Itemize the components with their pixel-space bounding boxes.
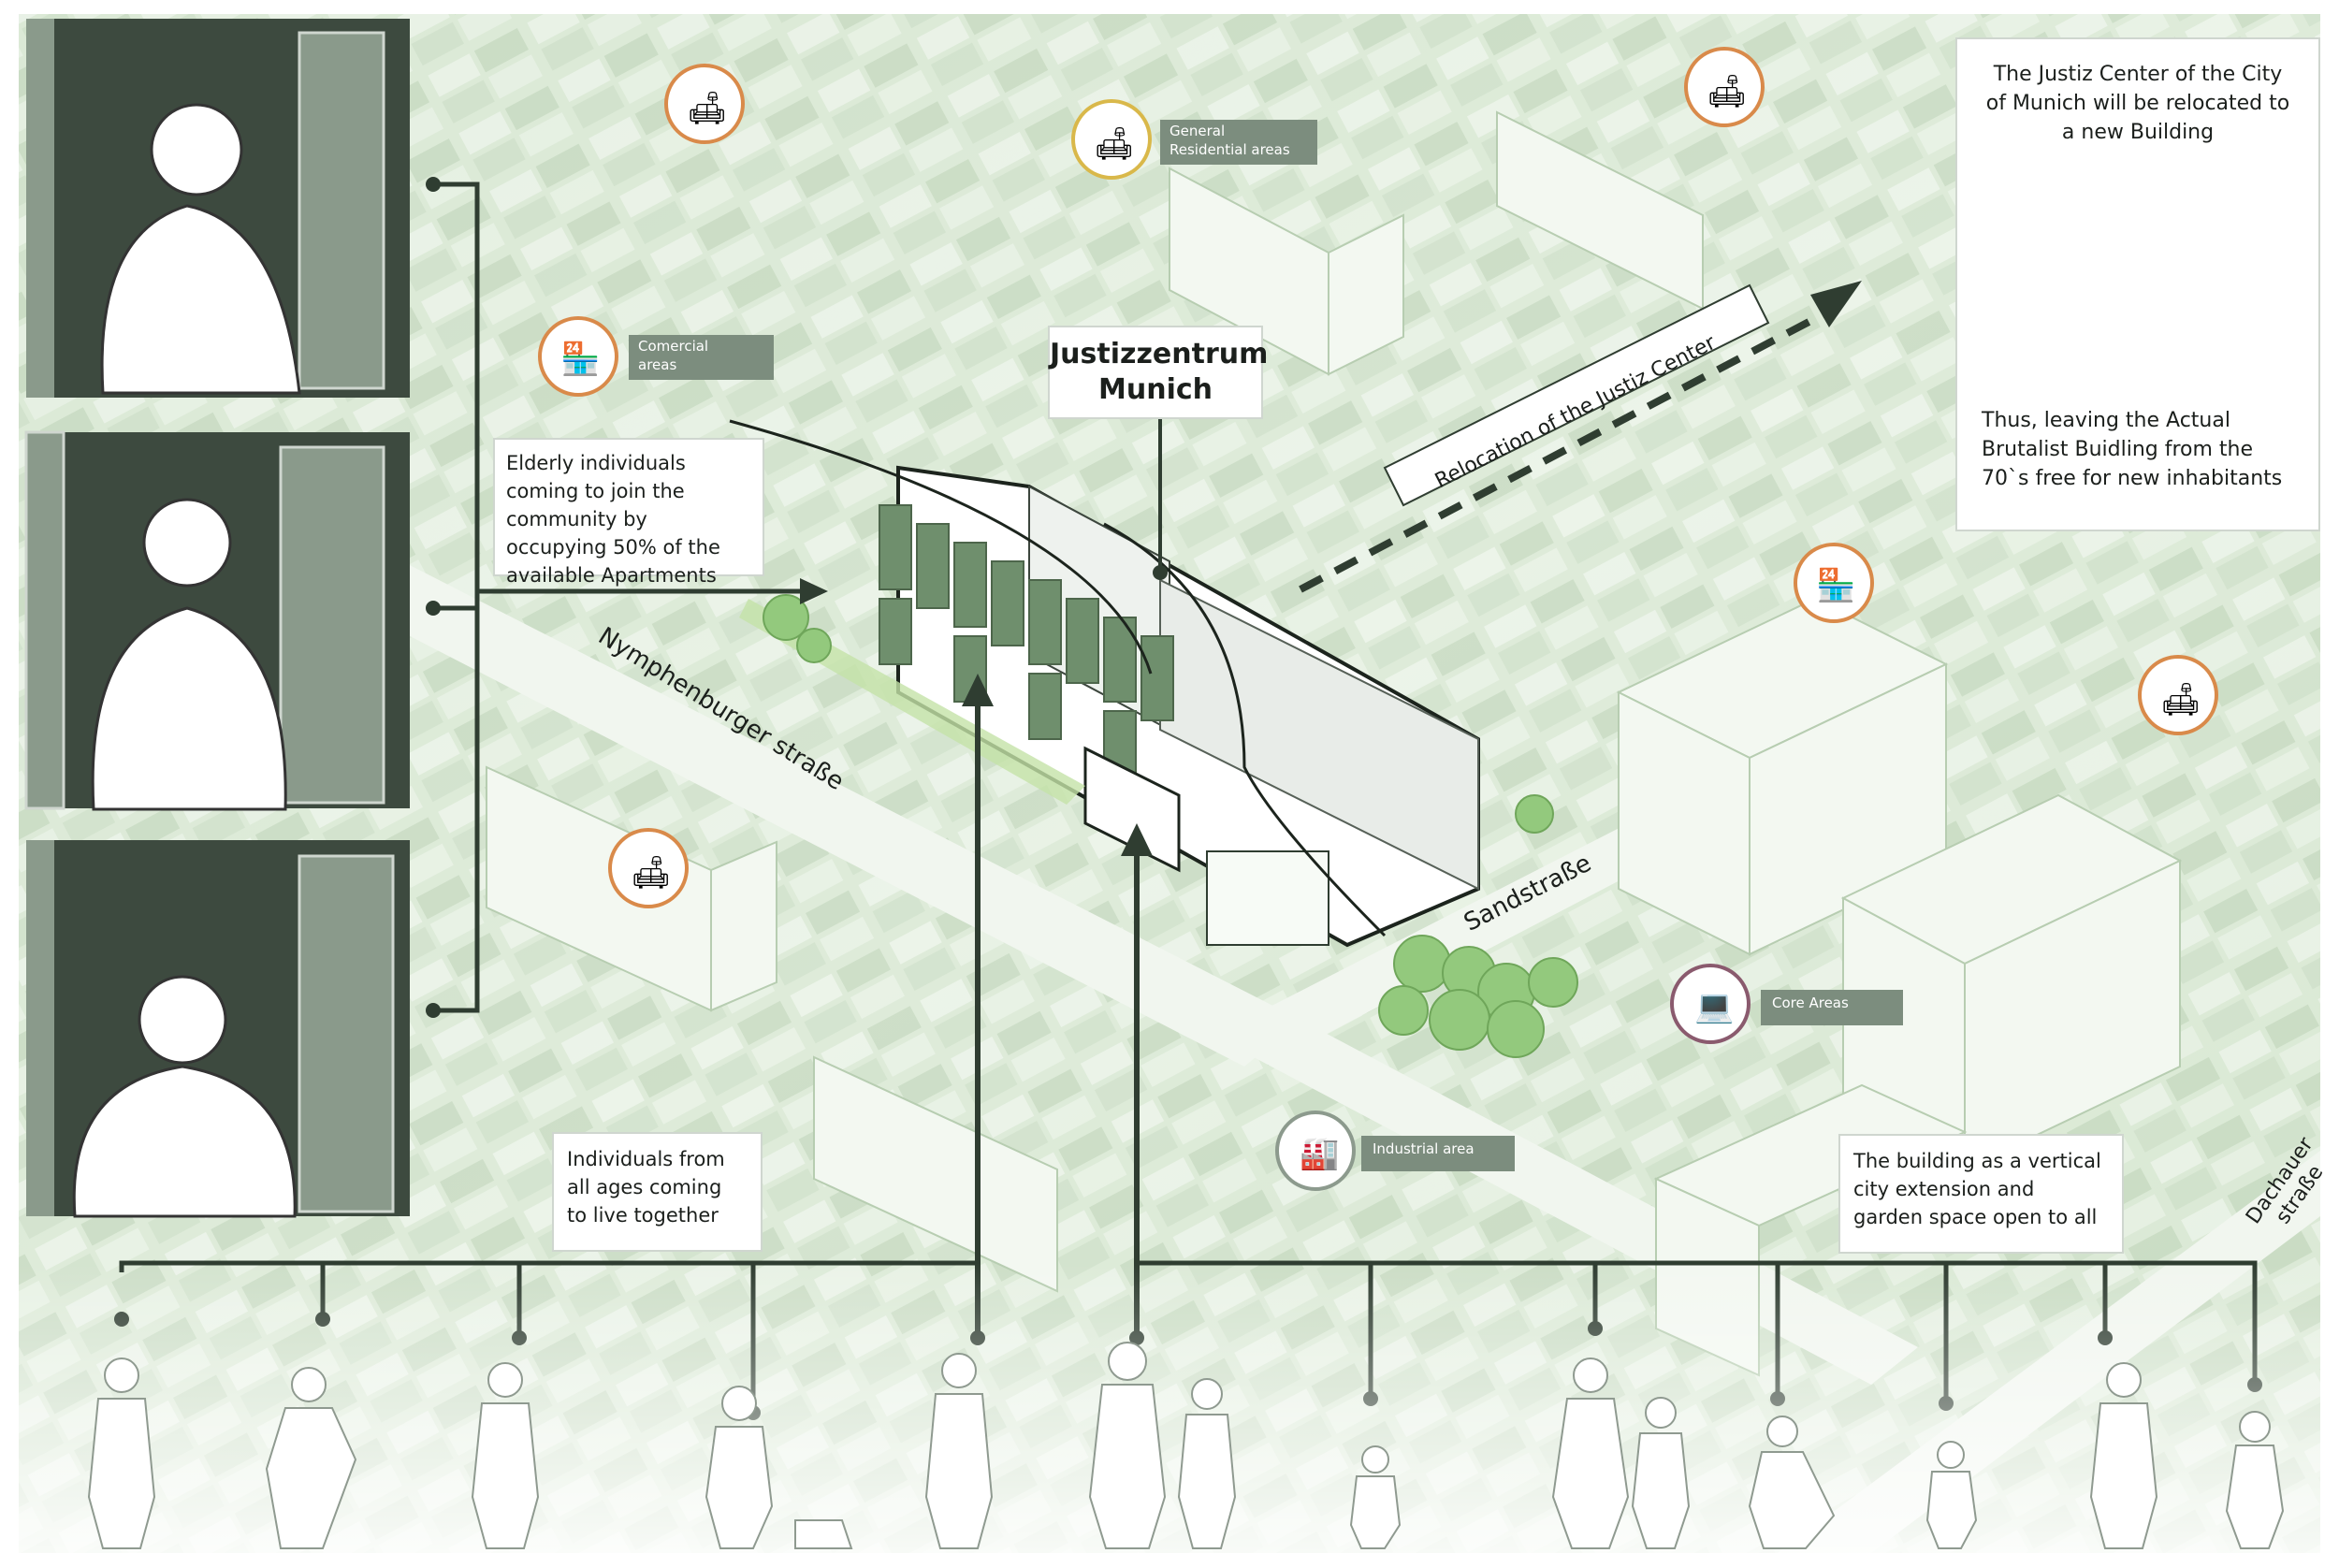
tag-core-areas: Core Areas: [1761, 990, 1903, 1025]
portrait-elderly-woman: [24, 430, 410, 811]
armchair-lamp-icon: 🛋: [631, 854, 672, 892]
callout-vertical-city: The building as a vertical city extensio…: [1838, 1134, 2124, 1254]
callout-elderly: Elderly individuals coming to join the c…: [493, 438, 764, 587]
person-silhouette: [1748, 1416, 1836, 1549]
callout-vertical-city-text: The building as a vertical city extensio…: [1853, 1150, 2101, 1228]
relocation-arrow: [1299, 305, 1836, 593]
storefront-icon: 🏪: [560, 341, 601, 378]
tag-general-residential-line-2: Residential areas: [1170, 141, 1290, 158]
portrait-panels: [24, 19, 410, 1218]
portrait-elderly-man-1: [26, 19, 410, 398]
person-silhouette: [1631, 1397, 1691, 1549]
title-box: Justizzentrum Munich: [1048, 326, 1269, 419]
person-silhouette: [265, 1367, 357, 1549]
info-text-relocation: The Justiz Center of the City of Munich …: [1985, 63, 2290, 144]
tag-commercial-line-2: areas: [638, 356, 677, 373]
dog-silhouette: [794, 1519, 853, 1549]
people-silhouettes: [87, 1342, 2285, 1549]
residential-icon-circle: 🛋: [1684, 47, 1765, 127]
portrait-elderly-man-2: [26, 840, 410, 1218]
armchair-lamp-icon: 🛋: [1707, 73, 1748, 110]
elderly-arrowhead: [800, 578, 828, 604]
tag-general-residential: General Residential areas: [1160, 120, 1317, 165]
armchair-lamp-icon: 🛋: [1094, 125, 1135, 163]
relocation-banner: [1383, 283, 1770, 507]
child-silhouette: [1925, 1441, 1978, 1549]
core-icon-circle: 💻: [1670, 964, 1751, 1044]
street-sandstrasse: [1244, 814, 1684, 1057]
context-buildings: [486, 110, 2183, 1377]
commercial-icon-circle: 🏪: [538, 316, 618, 397]
person-silhouette: [87, 1357, 156, 1549]
building-outline-curve: [1103, 522, 1387, 937]
factory-icon: 🏭: [1300, 1135, 1340, 1172]
title-leader: [729, 419, 1153, 675]
residential-icon-circle: 🛋: [664, 64, 745, 144]
relocation-arrowhead: [1810, 281, 1862, 327]
tag-commercial-line-1: Comercial: [638, 338, 709, 355]
residential-icon-circle: 🛋: [2138, 655, 2218, 735]
armchair-lamp-icon: 🛋: [2160, 681, 2201, 719]
industrial-icon-circle: 🏭: [1275, 1111, 1356, 1191]
storefront-icon: 🏪: [1816, 567, 1856, 604]
person-silhouette: [705, 1386, 774, 1549]
title-line-1: Justizzentrum: [1050, 338, 1269, 370]
callout-elderly-text: Elderly individuals coming to join the c…: [506, 452, 720, 587]
justizzentrum-building: [879, 465, 1480, 948]
residential-icon-circle: 🛋: [1071, 99, 1152, 180]
armchair-lamp-icon: 🛋: [687, 90, 728, 127]
child-silhouette: [1349, 1445, 1402, 1549]
residential-icon-circle: 🛋: [608, 828, 689, 908]
person-silhouette: [1177, 1378, 1237, 1549]
vertical-arrows: [975, 702, 1140, 1338]
person-silhouette: [471, 1362, 540, 1549]
info-text-inhabitants: Thus, leaving the Actual Brutalist Buidl…: [1982, 409, 2283, 490]
info-box: The Justiz Center of the City of Munich …: [1955, 37, 2320, 531]
tag-commercial: Comercial areas: [629, 335, 774, 380]
title-line-2: Munich: [1098, 373, 1213, 406]
person-silhouette: [2089, 1362, 2158, 1549]
callout-all-ages: Individuals from all ages coming to live…: [552, 1132, 763, 1252]
person-at-desk-icon: 💻: [1694, 988, 1735, 1025]
child-silhouette: [2225, 1411, 2285, 1549]
tag-general-residential-line-1: General: [1170, 123, 1226, 139]
person-silhouette: [924, 1353, 994, 1549]
person-silhouette: [1551, 1357, 1630, 1549]
street-nymphenburger: [356, 561, 1300, 1067]
person-silhouette: [1088, 1342, 1167, 1549]
tag-industrial-area: Industrial area: [1361, 1136, 1515, 1171]
commercial-icon-circle: 🏪: [1794, 543, 1874, 623]
trees: [763, 594, 1578, 1058]
callout-all-ages-text: Individuals from all ages coming to live…: [567, 1148, 725, 1227]
